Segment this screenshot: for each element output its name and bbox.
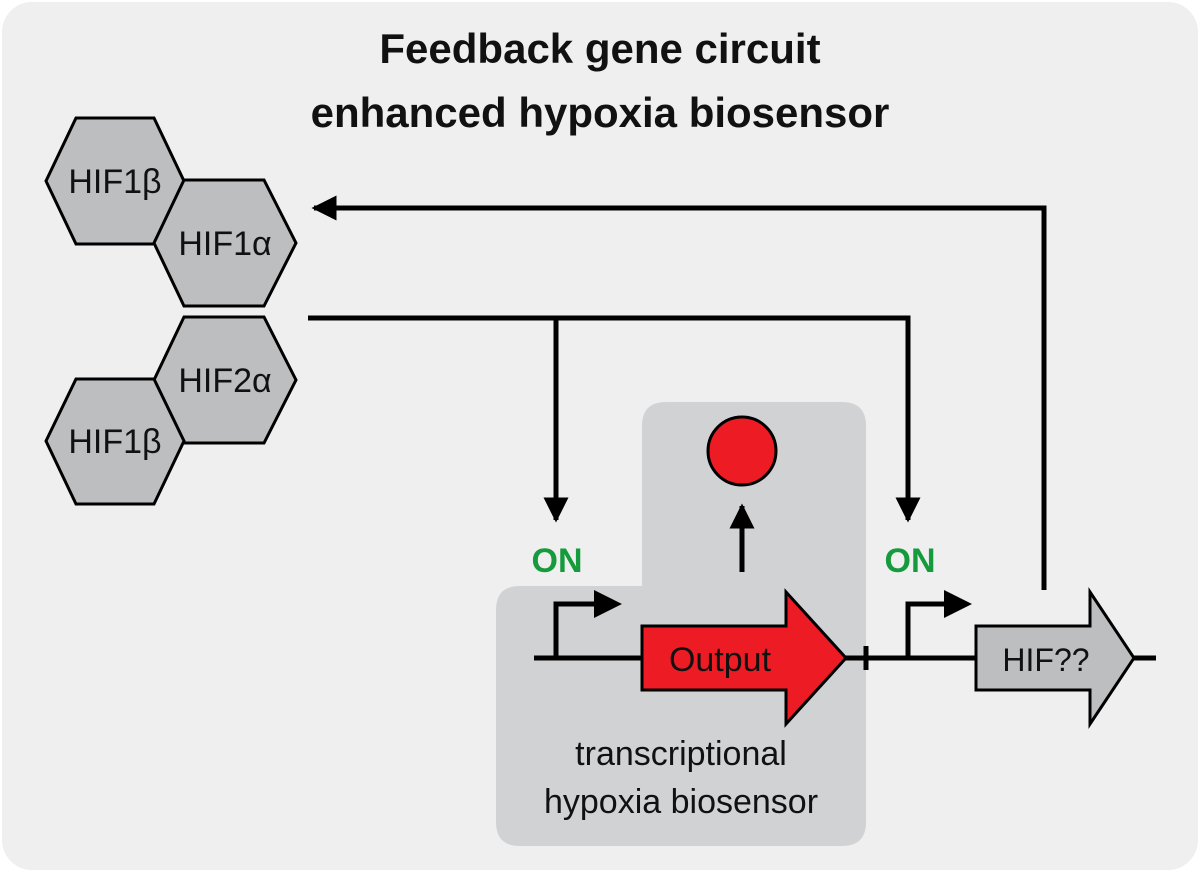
output-signal-dot <box>706 415 778 487</box>
output-gene-label: Output <box>669 641 772 679</box>
hexagon-hif1b-bottom: HIF1β <box>44 377 186 506</box>
hif-gene-arrow: HIF?? <box>974 587 1136 729</box>
on-label-left: ON <box>532 542 583 580</box>
hexagon-hif1a-label: HIF1α <box>178 225 271 263</box>
diagram-title-line2: enhanced hypoxia biosensor <box>311 89 890 136</box>
on-label-right: ON <box>885 542 936 580</box>
biosensor-box <box>496 402 866 846</box>
hexagon-hif1a: HIF1α <box>152 178 298 308</box>
hexagon-hif2a-label: HIF2α <box>178 362 271 400</box>
activation-line-right <box>556 315 921 523</box>
biosensor-caption-line2: hypoxia biosensor <box>544 783 818 821</box>
hexagon-hif1b-top-label: HIF1β <box>68 163 161 201</box>
hexagon-hif1b-bottom-label: HIF1β <box>68 423 161 461</box>
output-gene-arrow: Output <box>640 588 849 728</box>
promoter-left <box>553 590 622 658</box>
promoter-right <box>905 590 972 658</box>
diagram-title-line1: Feedback gene circuit <box>379 25 820 72</box>
feedback-arrow <box>311 195 1047 590</box>
hif-gene-label: HIF?? <box>1002 642 1089 678</box>
biosensor-caption-line1: transcriptional <box>575 735 787 773</box>
